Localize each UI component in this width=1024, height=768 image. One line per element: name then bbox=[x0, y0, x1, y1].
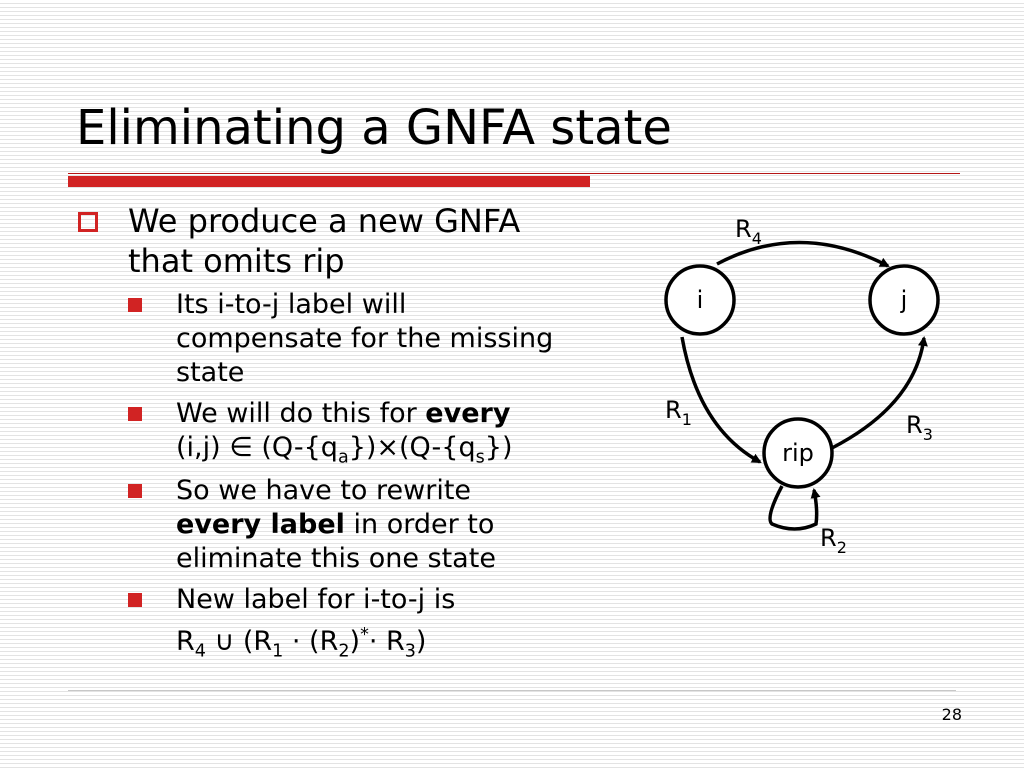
main-bullet-line2: that omits rip bbox=[128, 242, 345, 280]
formula: R4 ∪ (R1 · (R2)*· R3) bbox=[176, 622, 426, 662]
sub-bullet-2-pre: We will do this for bbox=[176, 398, 426, 429]
state-i-label: i bbox=[697, 286, 704, 314]
edge-r4 bbox=[716, 240, 890, 268]
main-bullet: We produce a new GNFA that omits rip bbox=[78, 201, 638, 281]
sub-bullet-4: New label for i-to-j is bbox=[128, 583, 628, 617]
gnfa-diagram: i j rip R4 R1 R3 R2 bbox=[664, 215, 940, 557]
filled-square-bullet-icon bbox=[128, 407, 142, 421]
edge-r3 bbox=[831, 336, 928, 450]
edge-r2-self-loop bbox=[768, 485, 821, 531]
footer-rule bbox=[68, 690, 956, 691]
main-bullet-text: We produce a new GNFA that omits rip bbox=[128, 201, 638, 281]
sub-bullet-1-line2: compensate for the missing bbox=[176, 323, 554, 354]
filled-square-bullet-icon bbox=[128, 298, 142, 312]
sub-bullet-1-line3: state bbox=[176, 357, 245, 388]
sub-bullet-2-set-a: (i,j) ∈ (Q-{q bbox=[176, 432, 338, 463]
filled-square-bullet-icon bbox=[128, 484, 142, 498]
label-r4: R4 bbox=[735, 215, 762, 248]
sub-bullet-3-line3: eliminate this one state bbox=[176, 543, 496, 574]
sub-bullet-2-sub-s: s bbox=[475, 447, 485, 468]
sub-bullet-3: So we have to rewrite every label in ord… bbox=[128, 474, 628, 576]
sub-bullet-3-text: So we have to rewrite every label in ord… bbox=[176, 474, 628, 576]
sub-bullet-2-set-b: })×(Q-{q bbox=[348, 432, 476, 463]
state-rip-label: rip bbox=[782, 439, 814, 467]
main-bullet-line1: We produce a new GNFA bbox=[128, 202, 521, 240]
hollow-square-bullet-icon bbox=[78, 212, 98, 232]
sub-bullet-3-rest: in order to bbox=[344, 509, 495, 540]
label-r3: R3 bbox=[906, 411, 933, 444]
sub-bullet-2-text: We will do this for every (i,j) ∈ (Q-{qa… bbox=[176, 397, 628, 468]
formula-paren: ) bbox=[349, 626, 361, 657]
formula-r3-sub: 3 bbox=[404, 641, 416, 662]
edge-r1 bbox=[680, 336, 762, 464]
sub-bullet-3-line1: So we have to rewrite bbox=[176, 475, 472, 506]
label-r1: R1 bbox=[665, 396, 692, 429]
sub-bullet-1: Its i-to-j label will compensate for the… bbox=[128, 288, 628, 390]
state-j-label: j bbox=[900, 286, 908, 314]
sub-bullet-4-text: New label for i-to-j is bbox=[176, 584, 456, 615]
formula-dot-r2: · (R bbox=[283, 626, 339, 657]
filled-square-bullet-icon bbox=[128, 593, 142, 607]
sub-bullet-2: We will do this for every (i,j) ∈ (Q-{qa… bbox=[128, 397, 628, 468]
formula-close: ) bbox=[415, 626, 427, 657]
formula-union-r1: ∪ (R bbox=[205, 626, 273, 657]
sub-bullet-2-sub-a: a bbox=[337, 447, 349, 468]
title-rule-thick bbox=[68, 176, 590, 187]
state-i bbox=[664, 264, 736, 336]
formula-r2-sub: 2 bbox=[338, 641, 350, 662]
sub-bullet-3-bold: every label bbox=[176, 509, 345, 540]
sub-bullet-2-set-c: }) bbox=[484, 432, 513, 463]
state-rip bbox=[762, 417, 834, 489]
formula-star: * bbox=[360, 625, 369, 645]
formula-dot-r3: · R bbox=[368, 626, 405, 657]
slide-title: Eliminating a GNFA state bbox=[76, 100, 672, 156]
formula-r4: R bbox=[176, 626, 195, 657]
formula-r4-sub: 4 bbox=[194, 641, 206, 662]
sub-bullet-2-bold: every bbox=[425, 398, 511, 429]
state-j bbox=[868, 264, 940, 336]
title-rule-thin bbox=[68, 173, 960, 174]
page-number: 28 bbox=[941, 705, 962, 724]
formula-r1-sub: 1 bbox=[272, 641, 284, 662]
label-r2: R2 bbox=[820, 524, 847, 557]
sub-bullet-1-text: Its i-to-j label will compensate for the… bbox=[176, 288, 628, 390]
sub-bullet-1-line1: Its i-to-j label will bbox=[176, 289, 407, 320]
